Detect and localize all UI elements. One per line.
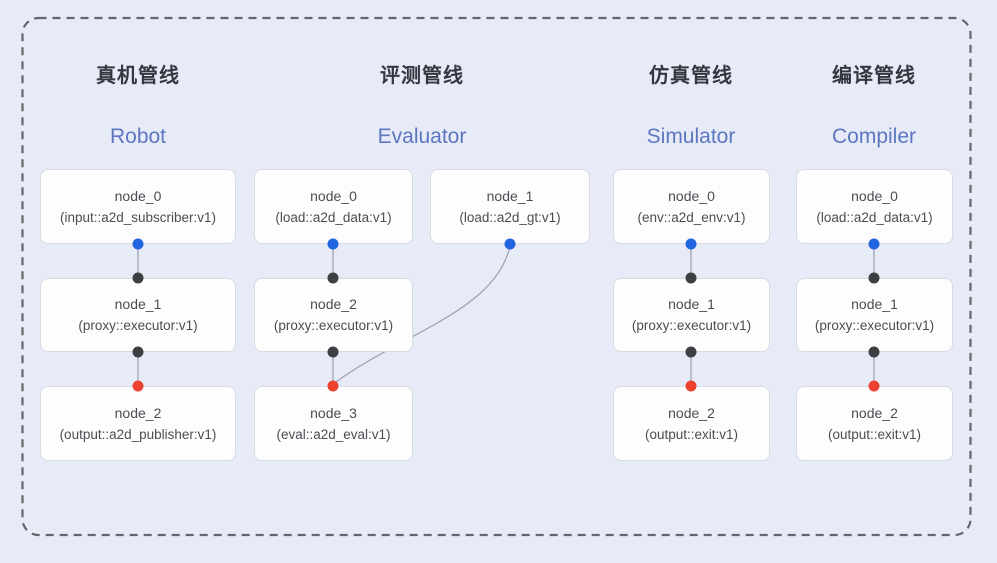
input-port-dot [868,272,880,284]
dashed-border [21,16,972,537]
node-title: node_1 [114,296,162,312]
node-type: (proxy::executor:v1) [631,318,752,333]
node-type: (proxy::executor:v1) [273,318,394,333]
node-box-robot-node_2[interactable]: node_2 (output::a2d_publisher:v1) [40,386,236,461]
input-port-dot [132,272,144,284]
node-type: (input::a2d_subscriber:v1) [59,209,217,225]
pipeline-title-zh-simulator: 仿真管线 [649,65,733,87]
output-port-dot [504,238,516,250]
node-box-compiler-node_2[interactable]: node_2 (output::exit:v1) [796,386,953,461]
node-box-robot-node_1[interactable]: node_1 (proxy::executor:v1) [40,278,236,352]
node-box-compiler-node_0[interactable]: node_0 (load::a2d_data:v1) [796,169,953,244]
output-port-dot [132,238,144,250]
node-type: (output::exit:v1) [827,426,922,442]
final-input-port-dot [685,380,697,392]
node-box-evaluator-node_3[interactable]: node_3 (eval::a2d_eval:v1) [254,386,413,461]
node-title: node_1 [486,187,534,204]
output-port-dot [868,346,880,358]
pipeline-title-en-simulator: Simulator [646,125,736,148]
output-port-dot [685,346,697,358]
node-title: node_2 [310,296,357,312]
node-title: node_3 [310,404,357,421]
node-title: node_1 [851,296,898,312]
final-input-port-dot [868,380,880,392]
node-title: node_2 [114,404,162,421]
node-box-evaluator-node_1[interactable]: node_1 (load::a2d_gt:v1) [430,169,590,244]
pipeline-title-en-robot: Robot [109,125,167,148]
node-box-simulator-node_1[interactable]: node_1 (proxy::executor:v1) [613,278,770,352]
output-port-dot [868,238,880,250]
node-box-evaluator-node_2[interactable]: node_2 (proxy::executor:v1) [254,278,413,352]
node-type: (load::a2d_data:v1) [275,209,392,225]
node-type: (output::exit:v1) [644,426,739,442]
node-box-evaluator-node_0[interactable]: node_0 (load::a2d_data:v1) [254,169,413,244]
pipeline-title-zh-compiler: 编译管线 [832,65,916,87]
node-box-compiler-node_1[interactable]: node_1 (proxy::executor:v1) [796,278,953,352]
final-input-port-dot [132,380,144,392]
node-title: node_0 [668,187,715,204]
output-port-dot [132,346,144,358]
node-box-simulator-node_2[interactable]: node_2 (output::exit:v1) [613,386,770,461]
node-type: (load::a2d_data:v1) [816,209,933,225]
node-type: (proxy::executor:v1) [78,318,198,333]
node-title: node_0 [851,187,898,204]
node-title: node_2 [668,404,715,421]
edge-evaluator-1-3 [335,245,511,383]
pipeline-title-en-evaluator: Evaluator [377,125,467,148]
node-type: (load::a2d_gt:v1) [459,209,561,225]
input-port-dot [327,272,339,284]
input-port-dot [685,272,697,284]
output-port-dot [327,346,339,358]
node-title: node_2 [851,404,898,421]
node-type: (output::a2d_publisher:v1) [59,426,217,442]
pipeline-title-en-compiler: Compiler [831,125,917,148]
node-box-simulator-node_0[interactable]: node_0 (env::a2d_env:v1) [613,169,770,244]
node-title: node_0 [310,187,357,204]
node-box-robot-node_0[interactable]: node_0 (input::a2d_subscriber:v1) [40,169,236,244]
node-title: node_0 [114,187,162,204]
node-type: (proxy::executor:v1) [814,318,935,333]
pipeline-title-zh-evaluator: 评测管线 [380,65,464,87]
final-input-port-dot [327,380,339,392]
node-title: node_1 [668,296,715,312]
pipeline-title-zh-robot: 真机管线 [96,65,180,87]
output-port-dot [327,238,339,250]
output-port-dot [685,238,697,250]
node-type: (eval::a2d_eval:v1) [276,426,391,442]
node-type: (env::a2d_env:v1) [637,209,746,225]
